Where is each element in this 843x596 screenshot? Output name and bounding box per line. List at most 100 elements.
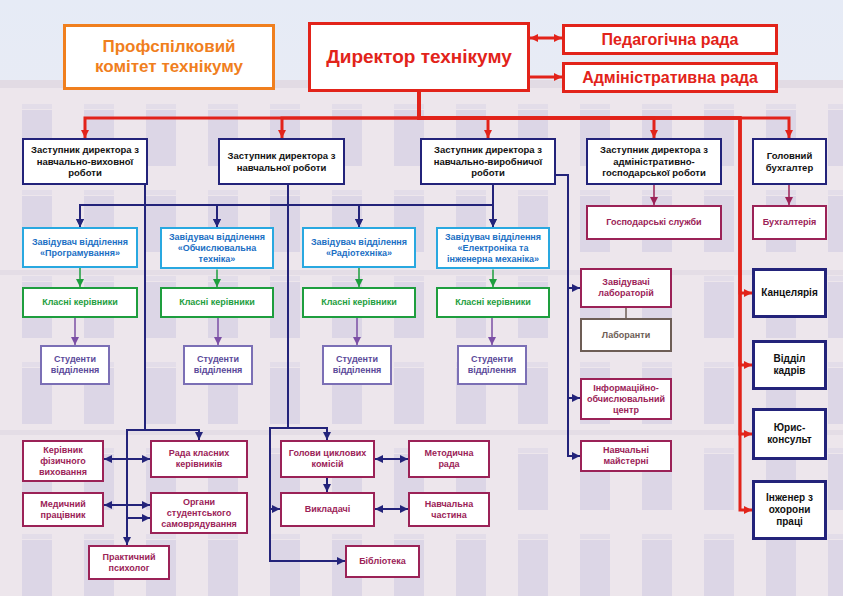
connector — [625, 308, 627, 318]
connector — [104, 458, 150, 460]
connector — [530, 37, 562, 40]
node-label: Господарські служби — [606, 217, 701, 228]
node-label: Інженер з охорони праці — [759, 492, 820, 528]
node-label: Завідувач відділення «Електроніка та інж… — [442, 232, 544, 264]
node-label: Бібліотека — [359, 556, 406, 567]
connector — [419, 92, 752, 434]
node-label: Методична рада — [414, 448, 484, 470]
connector — [419, 92, 752, 293]
node-label: Лаборанти — [602, 330, 650, 341]
service-box: Інформаційно-обчислювальний центр — [580, 378, 672, 420]
node-label: Органи студентського самоврядування — [156, 497, 242, 529]
node-label: Заступник директора з навчально-виробнич… — [426, 144, 550, 178]
connector — [788, 185, 790, 205]
connector — [491, 318, 493, 345]
union-box: Профспілковий комітет технікуму — [63, 24, 275, 90]
connector — [85, 92, 419, 138]
council-box: Адміністративна рада — [562, 62, 778, 93]
node-label: Студенти відділення — [328, 354, 386, 376]
council-box: Педагогічна рада — [562, 24, 778, 55]
node-label: Студенти відділення — [463, 354, 521, 376]
connector — [326, 478, 328, 492]
service-box: Навчальні майстерні — [580, 440, 672, 472]
unit-box: Медичний працівник — [22, 492, 104, 527]
node-label: Класні керівники — [42, 297, 118, 308]
windows — [0, 96, 843, 596]
connector — [556, 175, 580, 456]
unit-box: Методична рада — [408, 440, 490, 478]
connector — [359, 185, 493, 227]
connector — [282, 92, 419, 138]
student-box: Студенти відділення — [183, 345, 253, 385]
unit-box: Бібліотека — [345, 545, 420, 578]
connector — [419, 92, 789, 138]
connector — [217, 185, 493, 227]
node-label: Рада класних керівників — [156, 448, 242, 470]
office-box: Юрис-консульт — [752, 408, 827, 460]
student-box: Студенти відділення — [322, 345, 392, 385]
unit-box: Голови циклових комісій — [280, 440, 375, 478]
deputy-box: Головний бухгалтер — [752, 138, 827, 185]
connector — [80, 185, 493, 227]
service-box: Завідувачі лабораторій — [580, 268, 672, 308]
node-label: Бухгалтерія — [763, 217, 817, 228]
staff-box: Лаборанти — [580, 318, 672, 352]
node-label: Завідувач відділення «Програмування» — [28, 237, 132, 259]
student-box: Студенти відділення — [40, 345, 110, 385]
node-label: Студенти відділення — [189, 354, 247, 376]
student-box: Студенти відділення — [457, 345, 527, 385]
node-label: Медичний працівник — [28, 499, 98, 521]
service-box: Бухгалтерія — [752, 205, 827, 240]
unit-box: Практичний психолог — [88, 545, 170, 580]
service-box: Господарські служби — [586, 205, 722, 240]
deputy-box: Заступник директора з адміністративно-го… — [586, 138, 722, 185]
node-label: Педагогічна рада — [602, 30, 739, 49]
node-label: Завідувач відділення «Радіотехніка» — [308, 237, 410, 259]
connector — [653, 185, 655, 205]
node-label: Класні керівники — [179, 297, 255, 308]
deputy-box: Заступник директора з навчально-виховної… — [22, 138, 148, 185]
deputy-box: Заступник директора з навчальної роботи — [218, 138, 345, 185]
unit-box: Викладачі — [280, 492, 375, 527]
node-label: Практичний психолог — [94, 552, 164, 574]
teacher-box: Класні керівники — [302, 287, 416, 318]
connector — [492, 269, 494, 287]
connector — [79, 268, 81, 287]
node-label: Завідувач відділення «Обчислювальна техн… — [166, 232, 268, 264]
facade — [0, 80, 843, 596]
connector — [492, 185, 494, 227]
teacher-box: Класні керівники — [22, 287, 138, 318]
connector — [358, 268, 360, 287]
connector — [419, 92, 488, 138]
unit-box: Керівник фізичного виховання — [22, 440, 104, 482]
node-label: Викладачі — [305, 504, 351, 515]
node-label: Юрис-консульт — [759, 422, 820, 446]
node-label: Канцелярія — [761, 287, 817, 299]
connector — [104, 504, 150, 506]
node-label: Адміністративна рада — [582, 68, 758, 87]
node-label: Профспілковий комітет технікуму — [70, 37, 268, 78]
office-box: Відділ кадрів — [752, 340, 827, 390]
teacher-box: Класні керівники — [436, 287, 550, 318]
teacher-box: Класні керівники — [160, 287, 274, 318]
office-box: Інженер з охорони праці — [752, 480, 827, 540]
node-label: Директор технікуму — [326, 46, 512, 69]
node-label: Головний бухгалтер — [758, 150, 821, 173]
department-box: Завідувач відділення «Програмування» — [22, 227, 138, 268]
cornice — [0, 270, 843, 275]
node-label: Навчальні майстерні — [586, 445, 666, 467]
connector — [356, 318, 358, 345]
department-box: Завідувач відділення «Обчислювальна техн… — [160, 227, 274, 269]
node-label: Завідувачі лабораторій — [586, 277, 666, 299]
director-box: Директор технікуму — [308, 22, 530, 92]
node-label: Класні керівники — [455, 297, 531, 308]
connector — [74, 318, 76, 345]
node-label: Заступник директора з навчальної роботи — [224, 150, 339, 173]
connector — [530, 76, 562, 79]
department-box: Завідувач відділення «Радіотехніка» — [302, 227, 416, 268]
node-label: Голови циклових комісій — [286, 448, 369, 470]
node-label: Відділ кадрів — [759, 353, 820, 377]
connector — [375, 458, 408, 460]
